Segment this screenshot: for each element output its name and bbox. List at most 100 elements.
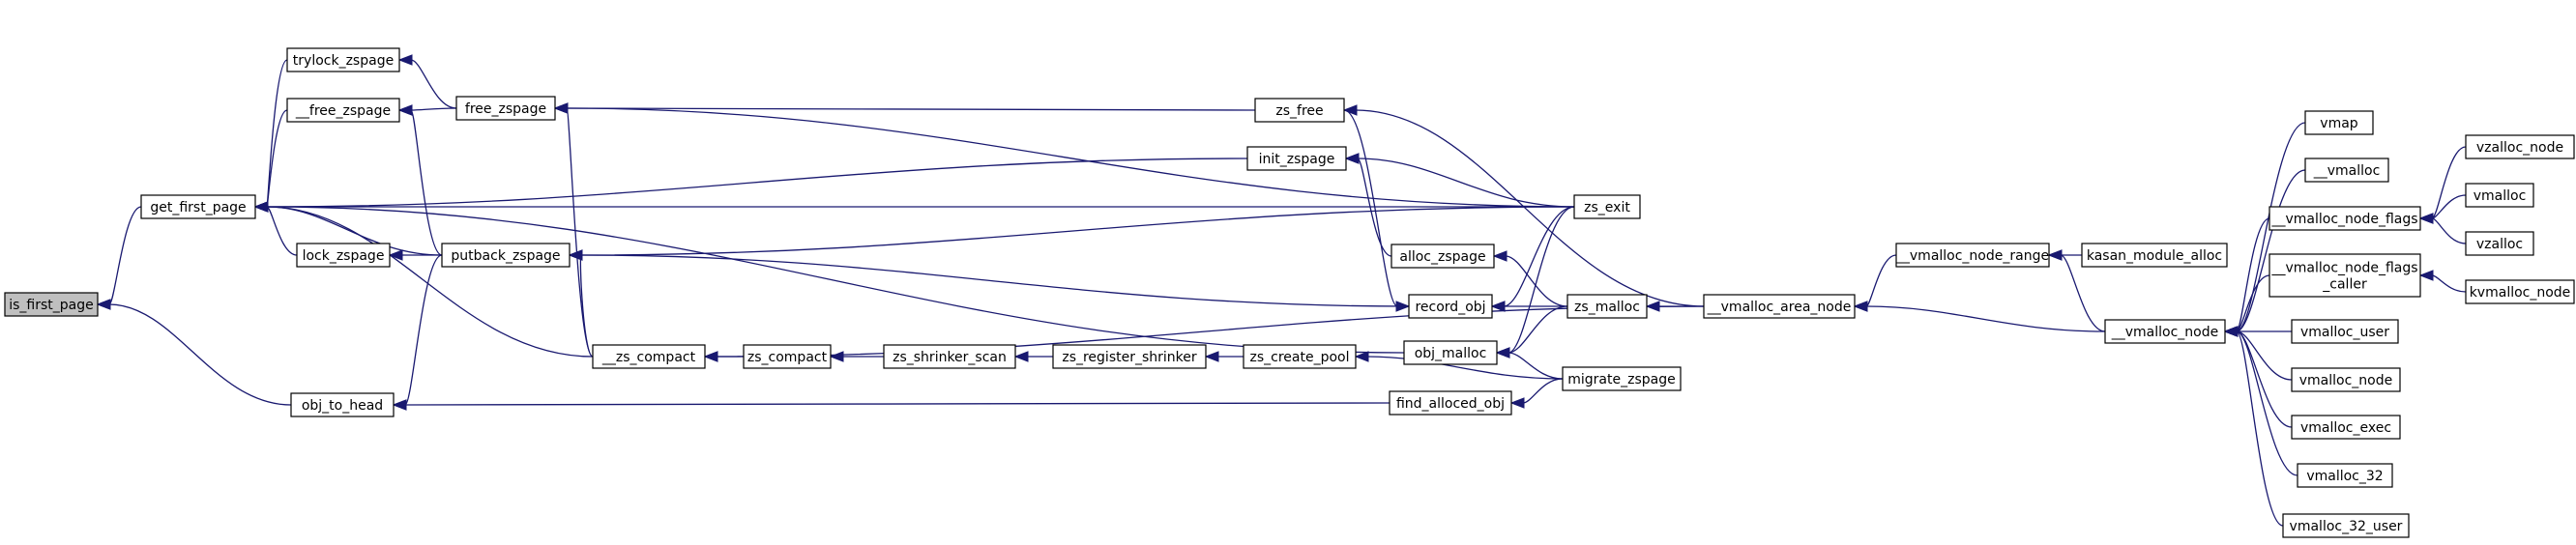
node-zs-compact[interactable]: zs_compact [743,344,832,369]
node-box [2291,415,2401,440]
arrowhead [397,104,413,116]
node-record-obj[interactable]: record_obj [1408,294,1493,319]
node-box [1389,390,1512,416]
edge-free-zspage-to-get-first-page [266,109,288,208]
node-vzalloc[interactable]: vzalloc [2465,231,2534,256]
nodes-layer: is_first_page get_first_page obj_to_head tr… [4,47,2575,538]
node-kasan-module-alloc[interactable]: kasan_module_alloc [2081,243,2228,268]
node-box [1246,146,1347,171]
node-is-first-page[interactable]: is_first_page [4,292,99,317]
node-label: kasan_module_alloc [2087,248,2222,264]
node-obj-to-head[interactable]: obj_to_head [290,392,395,417]
arrowhead [2418,270,2434,281]
edge-vmap-to-vmalloc-node [2236,122,2306,332]
node-box [883,344,1016,369]
node-vmalloc-node-range[interactable]: __vmalloc_node_range [1895,243,2050,268]
edge-putback-zspage-to-obj-to-head [404,254,443,406]
node-putback-zspage[interactable]: putback_zspage [441,243,571,268]
node-box [441,243,571,268]
node-label: zs_free [1275,103,1323,119]
arrowhead [2223,326,2239,337]
node-box [1566,294,1648,319]
node-label: __vmalloc_node_range [1895,248,2049,264]
node-migrate-zspage[interactable]: migrate_zspage [1562,366,1682,391]
edge-vzalloc-node-to-vmalloc-node-flags [2431,146,2467,219]
node-zs-compact[interactable]: __zs_compact [592,344,706,369]
node-zs-exit[interactable]: zs_exit [1573,194,1641,219]
arrowhead [2418,213,2434,224]
edge-kvmalloc-node-to-vmalloc-node-flags-caller [2431,274,2467,293]
node-label: lock_zspage [303,248,385,264]
node-vmalloc-node[interactable]: __vmalloc_node [2104,319,2226,344]
node-label: __vmalloc_node_flags [2270,212,2417,227]
node-obj-malloc[interactable]: obj_malloc [1403,340,1498,365]
node-free-zspage[interactable]: __free_zspage [286,98,400,123]
node-label: obj_to_head [302,398,383,414]
node-zs-register-shrinker[interactable]: zs_register_shrinker [1052,344,1207,369]
node-label: vmalloc_user [2300,325,2389,340]
edge-zs-exit-to-obj-malloc [1508,206,1575,354]
node-find-alloced-obj[interactable]: find_alloced_obj [1389,390,1512,416]
node-alloc-zspage[interactable]: alloc_zspage [1390,244,1495,269]
edge-vmalloc-node-to-vmalloc-node-range [2060,254,2106,332]
node-vmalloc-32[interactable]: vmalloc_32 [2297,463,2393,488]
node-vmalloc-node[interactable]: vmalloc_node [2291,367,2401,392]
edge-get-first-page-to-is-first-page [108,206,142,305]
node-vmalloc[interactable]: __vmalloc [2304,158,2389,183]
node-box [1895,243,2050,268]
node-vmalloc-32-user[interactable]: vmalloc_32_user [2282,513,2410,538]
node-label: zs_register_shrinker [1062,350,1197,365]
edges-layer [96,54,2467,527]
arrowhead [553,102,569,114]
node-label: vmalloc_32_user [2290,519,2403,534]
node-free-zspage[interactable]: free_zspage [455,96,556,121]
node-vmalloc-area-node[interactable]: __vmalloc_area_node [1703,294,1856,319]
node-vmalloc-node-flags[interactable]: __vmalloc_node_flags [2269,206,2421,231]
node-box [2291,367,2401,392]
node-zs-shrinker-scan[interactable]: zs_shrinker_scan [883,344,1016,369]
node-label: zs_compact [747,350,828,365]
arrowhead [829,351,844,362]
node-label: zs_shrinker_scan [893,350,1007,365]
node-label: alloc_zspage [1399,249,1485,265]
edge-lock-zspage-to-get-first-page [266,206,298,256]
node-box [1052,344,1207,369]
node-box [140,194,256,219]
arrowhead [1354,351,1369,362]
node-vmalloc-node-flags-caller[interactable]: __vmalloc_node_flags_caller [2269,253,2421,298]
edge-obj-to-head-to-is-first-page [108,303,292,406]
node-box [743,344,832,369]
node-box [1254,98,1345,123]
node-box [290,392,395,417]
arrowhead [397,54,413,66]
edge-zs-compact-to-get-first-page [266,206,594,358]
node-box [4,292,99,317]
node-lock-zspage[interactable]: lock_zspage [296,243,391,268]
node-vmalloc-user[interactable]: vmalloc_user [2291,319,2399,344]
node-vzalloc-node[interactable]: vzalloc_node [2465,134,2575,159]
node-init-zspage[interactable]: init_zspage [1246,146,1347,171]
node-box [1403,340,1498,365]
node-label: record_obj [1415,300,1485,315]
node-trylock-zspage[interactable]: trylock_zspage [286,47,400,72]
node-vmalloc-exec[interactable]: vmalloc_exec [2291,415,2401,440]
arrowhead [1342,104,1358,116]
node-label: vmalloc_exec [2300,420,2391,436]
node-zs-malloc[interactable]: zs_malloc [1566,294,1648,319]
arrowhead [1509,397,1525,409]
node-zs-create-pool[interactable]: zs_create_pool [1243,344,1357,369]
node-get-first-page[interactable]: get_first_page [140,194,256,219]
arrowhead [1495,347,1510,359]
edge-init-zspage-to-get-first-page [266,158,1248,208]
node-box [2465,279,2575,304]
edge-migrate-zspage-to-obj-malloc [1508,352,1564,380]
arrowhead [1490,301,1506,312]
node-zs-free[interactable]: zs_free [1254,98,1345,123]
node-kvmalloc-node[interactable]: kvmalloc_node [2465,279,2575,304]
node-label: find_alloced_obj [1396,396,1505,412]
node-box [2465,134,2575,159]
node-vmalloc[interactable]: vmalloc [2465,183,2534,208]
node-vmap[interactable]: vmap [2304,110,2374,135]
node-box [2269,253,2421,298]
node-box [1390,244,1495,269]
